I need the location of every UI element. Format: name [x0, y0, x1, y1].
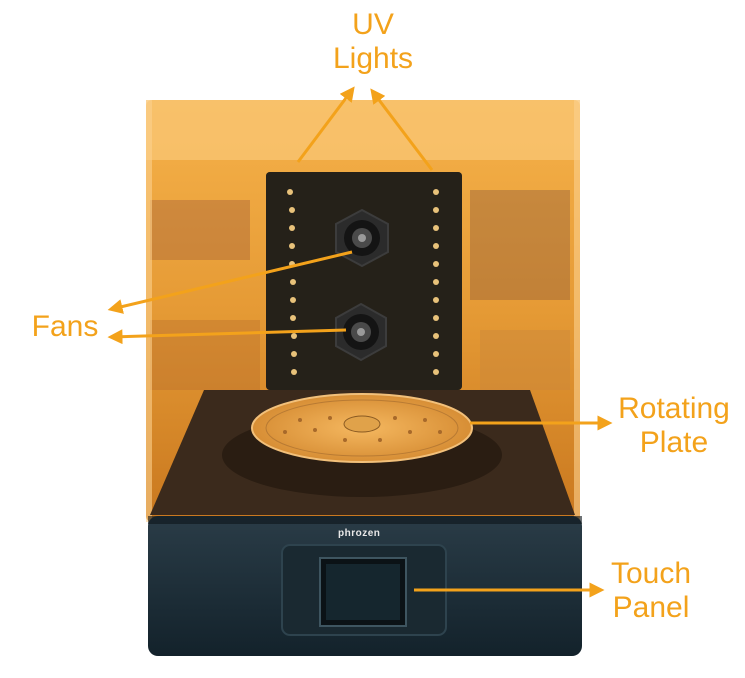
touch-panel — [281, 544, 447, 636]
arrow-icon — [296, 86, 355, 163]
arrow-icon — [370, 88, 434, 171]
uv-led-column-right — [433, 189, 439, 375]
touch-panel-label-line2: Panel — [612, 591, 690, 624]
rotating-plate-label-line1: Rotating — [618, 392, 730, 425]
uv-lights-label-line1: UV — [352, 8, 394, 41]
rotating-plate-label-line2: Plate — [639, 426, 709, 459]
uv-light-panel — [266, 172, 462, 390]
touch-panel-label: Touch Panel — [596, 557, 706, 625]
annotation-arrows — [107, 86, 613, 598]
fan-icon — [335, 302, 387, 362]
arrow-icon — [107, 250, 353, 314]
rotating-plate-label: Rotating Plate — [608, 392, 740, 460]
uv-lights-label-line2: Lights — [332, 42, 414, 75]
rotating-plate — [251, 393, 473, 463]
fans-label: Fans — [31, 310, 99, 343]
touch-panel-label-line1: Touch — [610, 557, 692, 590]
uv-lights-label: UV Lights — [318, 8, 428, 76]
brand-logo-text: phrozen — [338, 528, 381, 539]
arrow-icon — [107, 328, 347, 345]
